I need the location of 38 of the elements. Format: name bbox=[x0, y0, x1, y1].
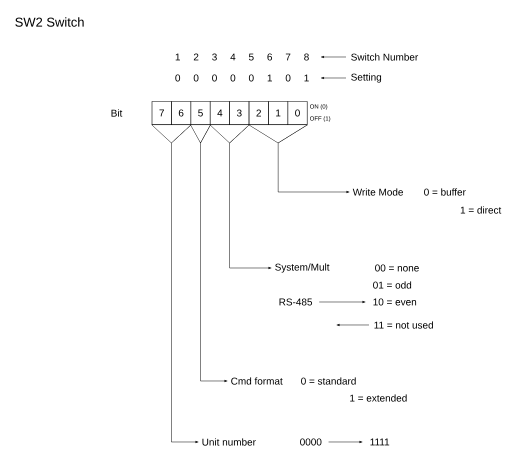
description-text: Setting bbox=[351, 73, 382, 83]
bit-cell: 6 bbox=[171, 101, 192, 125]
bit-cell: 0 bbox=[288, 101, 308, 125]
description-text: RS-485 bbox=[280, 298, 312, 306]
bit-cell: 4 bbox=[210, 101, 230, 125]
description-text: System/Mult bbox=[275, 263, 330, 273]
bit-cell: 1 bbox=[268, 101, 288, 125]
description-text: Switch Number bbox=[351, 53, 418, 61]
arrow bbox=[320, 56, 346, 58]
value-text: 01 = odd bbox=[373, 281, 412, 289]
value-text: 00 = none bbox=[375, 264, 419, 272]
bracket-arrow bbox=[210, 124, 272, 270]
bit-cell: 2 bbox=[248, 101, 269, 125]
digit-row: 1 2 3 4 5 6 7 8 bbox=[176, 53, 309, 61]
description-text: 0000 bbox=[300, 438, 322, 446]
arrow bbox=[320, 76, 346, 80]
value-text: 1 = extended bbox=[350, 394, 407, 402]
description-text: 10 = even bbox=[373, 298, 416, 306]
row-label: Bit bbox=[112, 109, 122, 117]
bit-cell: 3 bbox=[229, 101, 250, 125]
description-text: Unit number bbox=[202, 438, 256, 446]
bit-cell: 7 bbox=[152, 101, 172, 125]
description-text: Cmd format bbox=[231, 377, 283, 385]
bracket-arrow bbox=[151, 124, 198, 444]
arrow bbox=[318, 300, 366, 304]
bit-cell: 5 bbox=[190, 101, 210, 125]
value-text: 0 = buffer bbox=[424, 188, 466, 196]
arrow bbox=[328, 440, 362, 444]
title: SW2 Switch bbox=[15, 17, 84, 27]
description-text: 11 = not used bbox=[374, 321, 433, 329]
bracket-arrow bbox=[190, 124, 228, 382]
arrow bbox=[336, 324, 370, 326]
value-text: 0 = standard bbox=[301, 377, 356, 385]
digit-row: 0 0 0 0 0 1 0 1 bbox=[175, 74, 309, 82]
description-text: 1111 bbox=[370, 438, 390, 446]
bracket-arrow bbox=[248, 124, 350, 194]
value-text: 1 = direct bbox=[460, 206, 502, 214]
description-text: Write Mode bbox=[352, 188, 403, 196]
